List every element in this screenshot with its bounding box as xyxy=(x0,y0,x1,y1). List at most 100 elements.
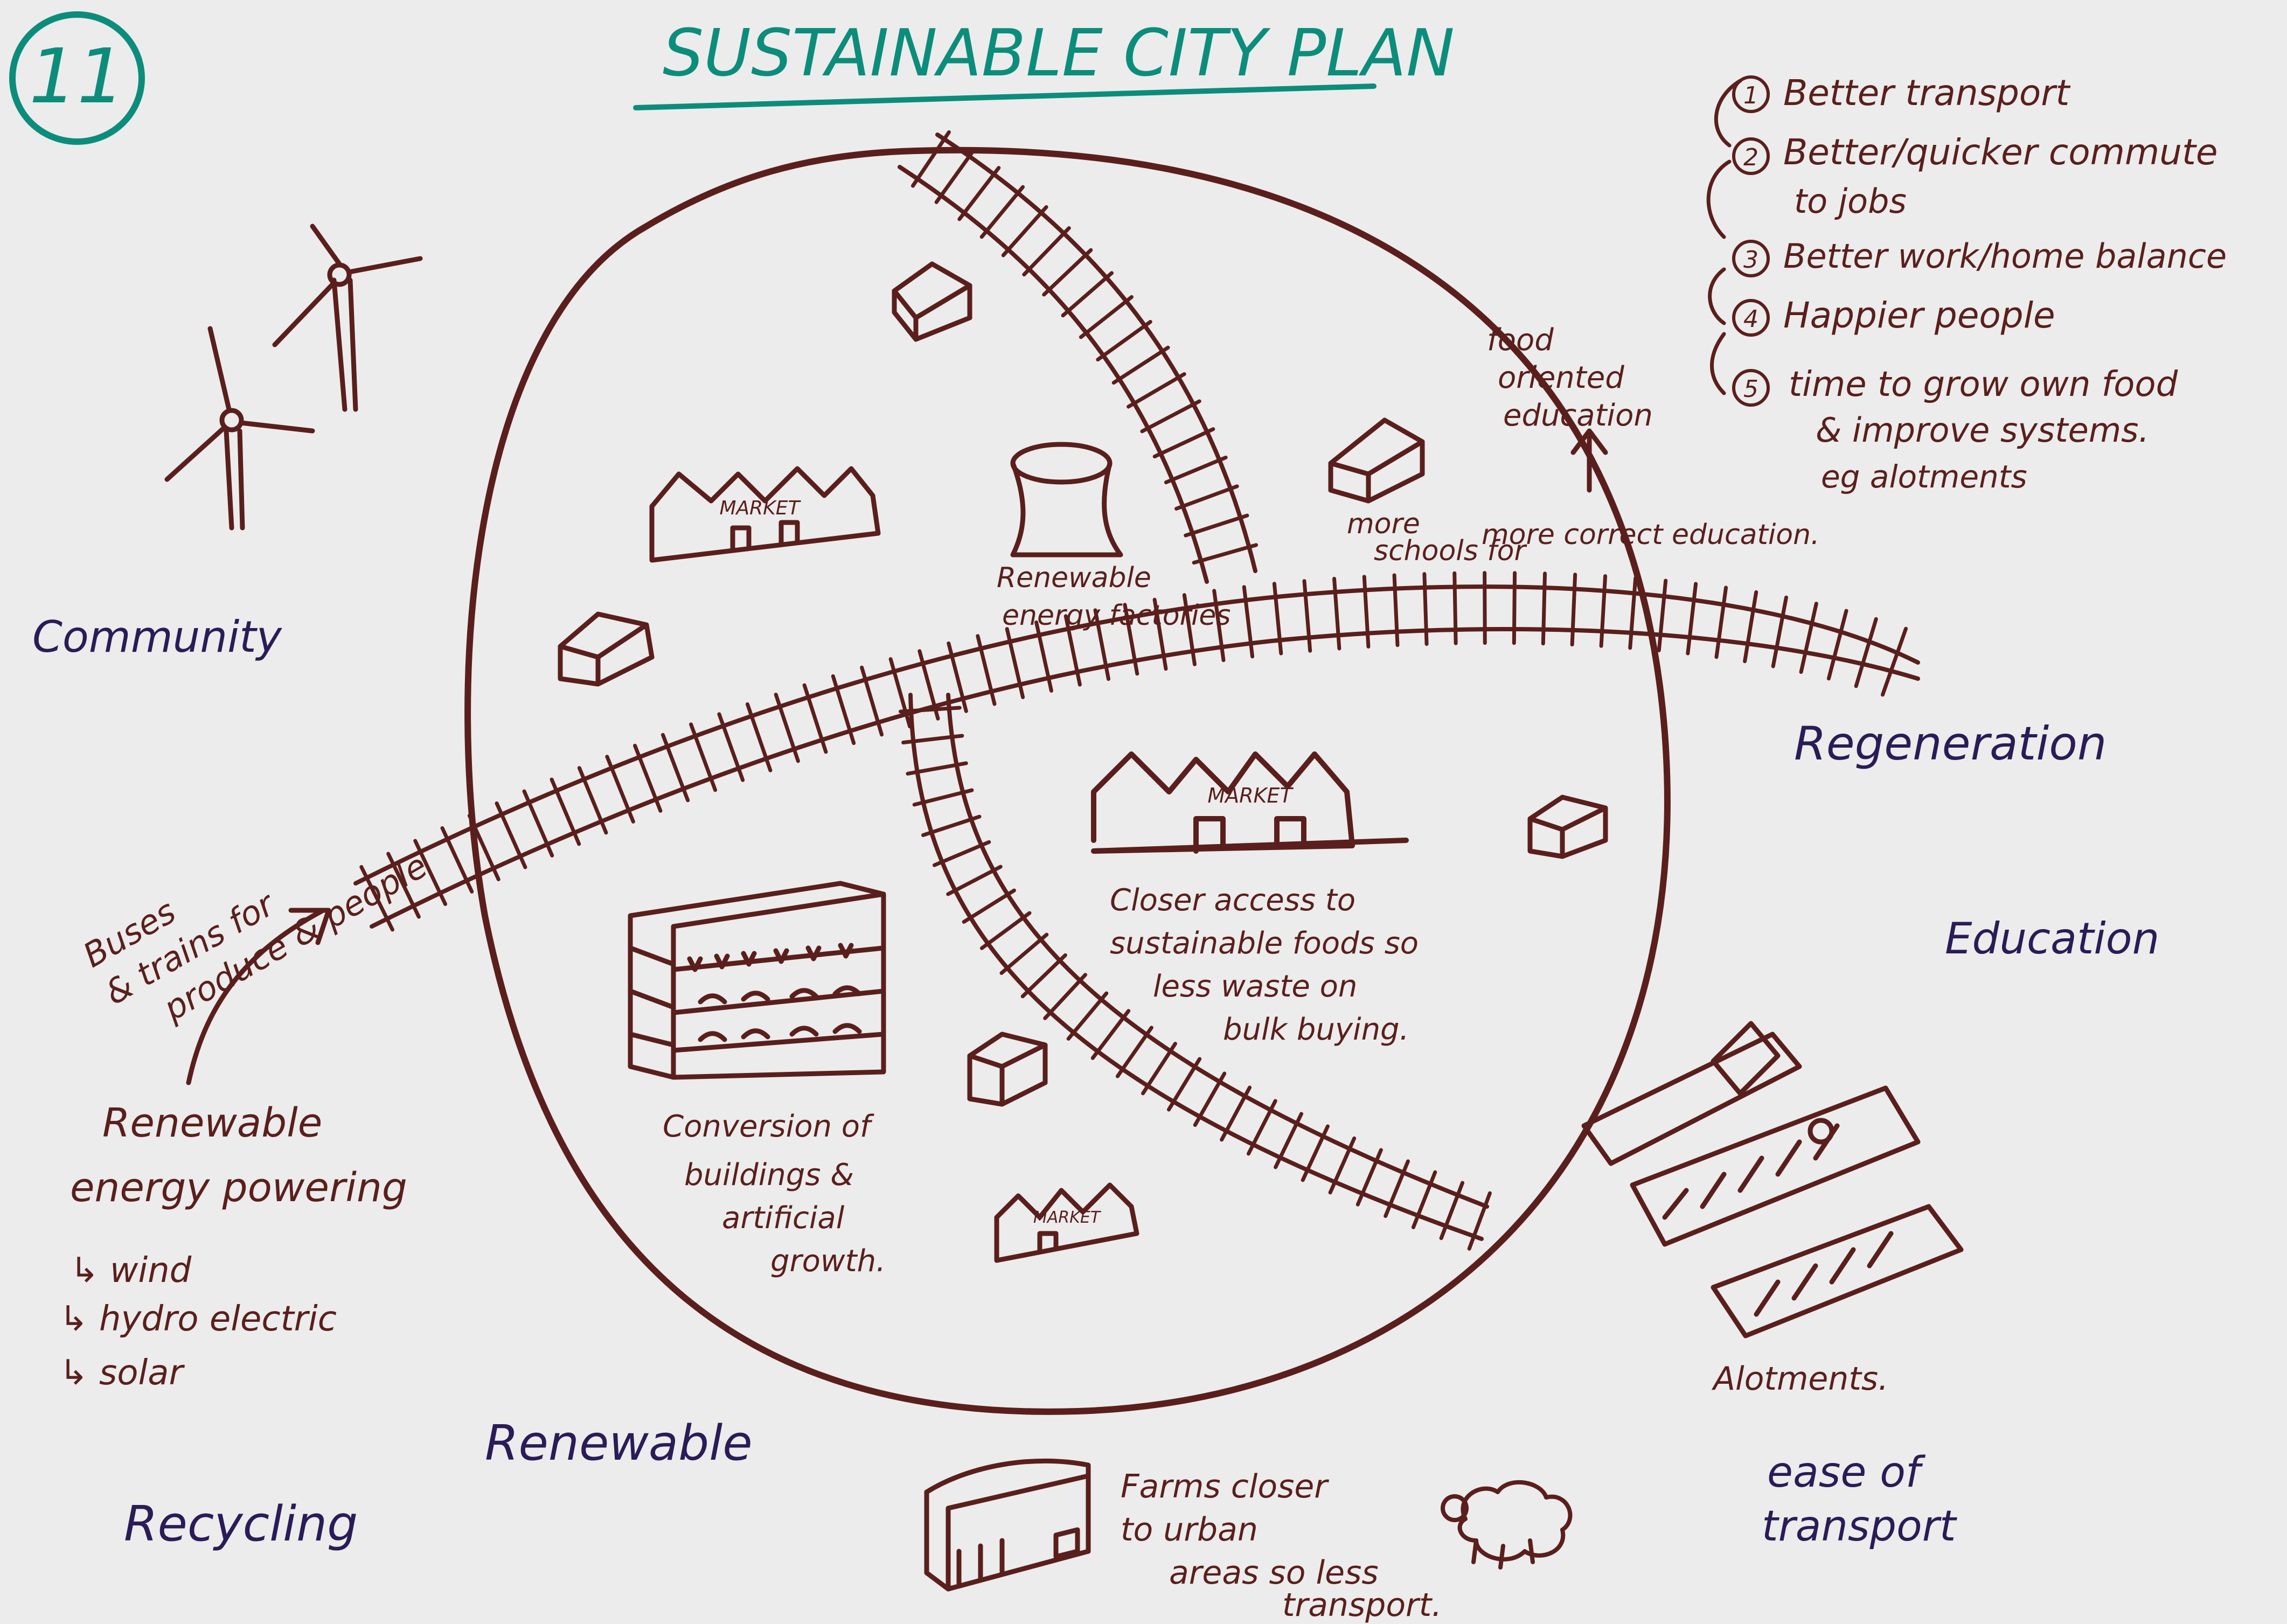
rail-sleeper xyxy=(661,733,690,803)
goal-item: 5 time to grow own food & improve system… xyxy=(1732,365,2178,495)
rail-sleeper xyxy=(1422,572,1429,646)
rail-sleeper xyxy=(1743,590,1758,664)
rail-sleeper xyxy=(1034,620,1053,693)
rail-sleeper xyxy=(1411,1170,1437,1230)
rail-sleeper xyxy=(1066,991,1109,1041)
annotation-line: Farms closer xyxy=(1121,1468,1329,1505)
annotation-line: transport. xyxy=(1282,1586,1442,1624)
railway-main xyxy=(353,571,1920,932)
railway-north xyxy=(898,130,1259,584)
theme-education: Education xyxy=(1945,914,2159,964)
annotation-line: more correct education. xyxy=(1482,519,1820,551)
rail-sleeper xyxy=(745,702,773,772)
annotation-renewable-factories: Renewable energy factories xyxy=(997,562,1231,632)
annotation-line: food xyxy=(1487,323,1554,358)
house-icon xyxy=(1527,794,1608,859)
rail-sleeper xyxy=(1079,295,1134,339)
rail-sleeper xyxy=(717,712,745,782)
rail-sleeper xyxy=(1152,427,1215,459)
market-building-bottom: MARKET xyxy=(994,1182,1139,1263)
annotation-buses-trains: Buses & trains for produce & people xyxy=(77,846,434,1029)
rail-sleeper xyxy=(1111,345,1170,385)
rail-sleeper xyxy=(1628,576,1638,650)
goal-text: & improve systems. xyxy=(1816,410,2149,450)
rail-sleeper xyxy=(1799,602,1818,674)
rail-sleeper xyxy=(1090,1009,1131,1060)
house-icon xyxy=(558,611,655,687)
goal-item: 4 Happier people xyxy=(1732,295,2055,337)
rail-sleeper xyxy=(999,932,1049,975)
annotation-line: sustainable foods so xyxy=(1110,926,1419,961)
rail-sleeper xyxy=(1096,319,1152,362)
rail-sleeper xyxy=(947,641,968,713)
goal-number: 4 xyxy=(1743,305,1758,333)
rail-sleeper xyxy=(860,665,884,737)
rail-sleeper xyxy=(1332,576,1341,651)
annotation-line: Renewable xyxy=(102,1100,322,1146)
rail-sleeper xyxy=(1152,597,1168,671)
rail-sleeper xyxy=(917,649,940,721)
rail-sleeper xyxy=(934,148,976,204)
market-label: MARKET xyxy=(719,497,801,519)
rail-sleeper xyxy=(774,693,800,763)
wind-turbine-icon xyxy=(164,326,315,531)
annotation-line: education xyxy=(1503,398,1653,433)
annotation-line: Renewable xyxy=(997,562,1151,594)
rail-sleeper xyxy=(1362,575,1371,649)
rail-sleeper xyxy=(976,634,997,706)
rail-sleeper xyxy=(912,788,974,807)
goals-connector xyxy=(1706,79,1742,395)
goal-text: to jobs xyxy=(1794,182,1907,221)
annotation-line: less waste on xyxy=(1153,969,1357,1004)
wind-turbine-icon xyxy=(272,224,423,412)
goal-number: 2 xyxy=(1743,144,1758,171)
rail-sleeper xyxy=(946,865,1003,896)
rail-sleeper xyxy=(1657,578,1668,652)
goal-text: Happier people xyxy=(1783,295,2055,336)
rail-sleeper xyxy=(1043,973,1088,1020)
rail-sleeper xyxy=(1220,1085,1252,1142)
city-boundary xyxy=(464,147,1671,1415)
goal-text: Better work/home balance xyxy=(1783,236,2227,276)
rail-sleeper xyxy=(1063,614,1082,687)
rail-sleeper xyxy=(979,911,1032,950)
theme-regeneration: Regeneration xyxy=(1794,717,2107,771)
rail-sleeper xyxy=(1184,513,1249,538)
rail-sleeper xyxy=(1042,248,1093,297)
rail-sleeper xyxy=(1570,573,1577,647)
rail-sleeper xyxy=(1714,586,1728,659)
rail-sleeper xyxy=(467,813,501,882)
rail-sleeper xyxy=(1467,1191,1492,1251)
rail-sleeper xyxy=(1328,1136,1357,1195)
rail-sleeper xyxy=(1022,226,1071,277)
rail-sleeper xyxy=(1164,455,1228,484)
rail-sleeper xyxy=(1541,571,1547,646)
annotation-line: oriented xyxy=(1498,360,1624,395)
rail-sleeper xyxy=(1192,543,1259,565)
rail-sleeper xyxy=(906,761,968,776)
rail-sleeper xyxy=(1452,571,1458,645)
arrow-up-icon xyxy=(1570,428,1608,493)
allotments-drawing xyxy=(1581,1021,1964,1339)
theme-ease-of-transport: transport xyxy=(1762,1502,1957,1551)
rail-sleeper xyxy=(802,683,828,754)
theme-recycling: Recycling xyxy=(124,1496,358,1552)
rail-sleeper xyxy=(1771,595,1788,668)
goal-number: 3 xyxy=(1743,246,1758,274)
goal-text: Better transport xyxy=(1783,72,2070,114)
goal-number: 1 xyxy=(1743,82,1758,109)
rail-sleeper xyxy=(1174,484,1239,511)
rail-sleeper xyxy=(1212,589,1226,663)
rail-sleeper xyxy=(1854,617,1878,688)
rail-sleeper xyxy=(979,185,1025,239)
annotation-line: to urban xyxy=(1121,1511,1258,1549)
goal-item: 2 Better/quicker commute to jobs xyxy=(1732,131,2218,221)
market-label: MARKET xyxy=(1033,1208,1102,1227)
annotation-line: schools for xyxy=(1374,535,1527,567)
farm-barn-icon xyxy=(924,1458,1091,1592)
rail-sleeper xyxy=(932,840,991,867)
annotation-closer-access: Closer access to sustainable foods so le… xyxy=(1110,883,1419,1047)
rail-sleeper xyxy=(550,777,581,846)
house-icon xyxy=(1328,417,1425,504)
